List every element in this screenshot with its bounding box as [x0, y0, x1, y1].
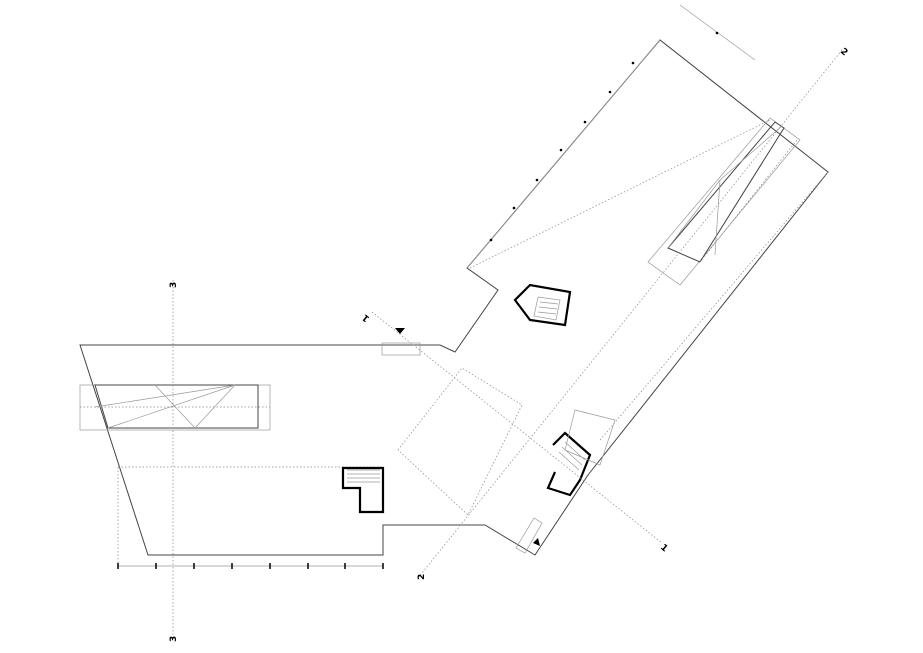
inner-guides	[117, 119, 829, 565]
right-skylight	[647, 117, 801, 286]
section-marker-3: 3	[169, 282, 179, 288]
section-line-2: 2 2	[417, 47, 849, 580]
section-marker-1: 1	[361, 312, 372, 324]
stair-core-north	[513, 283, 572, 327]
section-line-3: 3 3	[169, 280, 179, 642]
entrance-east	[515, 517, 543, 554]
section-marker-1-end: 1	[658, 543, 669, 555]
stair-core-east	[546, 409, 616, 497]
left-skylight	[79, 384, 271, 431]
stair-core-west	[341, 466, 385, 514]
section-marker-2-end: 2	[838, 47, 849, 59]
dimension-lines	[117, 4, 756, 569]
section-marker-3-end: 3	[169, 636, 179, 642]
section-line-1: 1 1	[361, 312, 670, 555]
section-marker-2: 2	[417, 574, 427, 580]
entrance-north	[381, 328, 421, 356]
building-outline	[79, 39, 829, 556]
